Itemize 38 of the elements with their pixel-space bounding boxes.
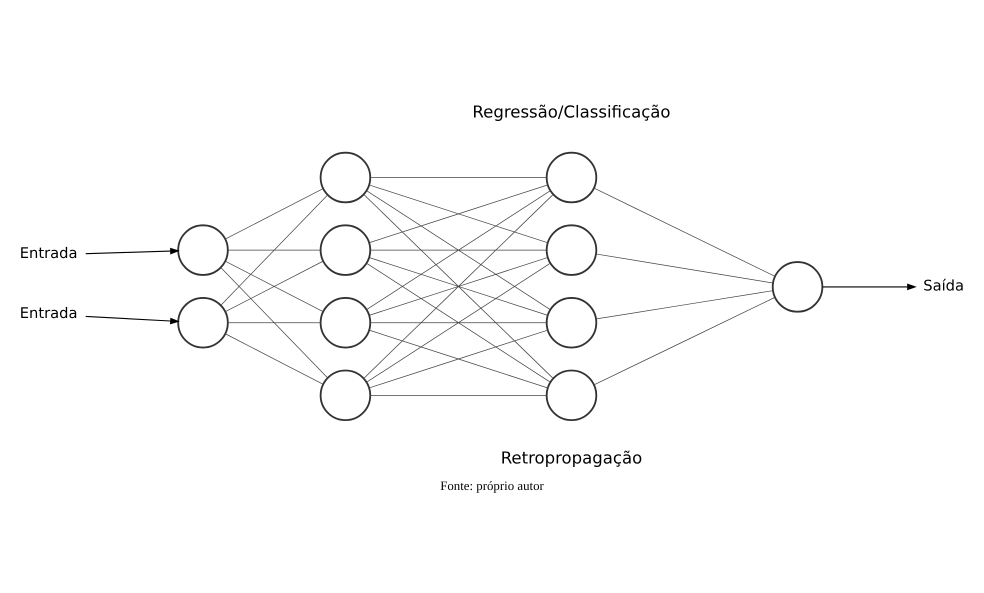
connector [370,176,547,178]
node-circle [546,224,598,276]
node-circle [546,151,598,203]
arrow [86,315,180,324]
caption: Fonte: próprio autor [440,478,544,493]
arrow [86,247,180,254]
arrow [822,283,917,290]
connector [594,296,776,385]
connector [220,266,328,378]
connector [596,290,774,319]
node-circle [772,260,824,312]
node-text: Entrada [20,244,78,262]
node-circle [320,369,372,421]
node-circle [177,224,229,276]
node-text: Saída [923,276,964,294]
node-circle [320,296,372,348]
connector [594,187,776,276]
connector [364,194,554,378]
node-circle [320,151,372,203]
connector [369,329,548,388]
connector [228,322,321,323]
node-circle [546,296,598,348]
connector [370,322,547,323]
label: Regressão/Classificação [472,102,671,121]
connector [228,249,321,250]
connector [370,394,547,396]
connector [366,190,551,310]
connector [370,249,547,250]
connector [369,256,548,316]
connector [224,188,324,239]
node-circle [177,296,229,348]
node-circle [320,224,372,276]
node-circle [546,369,598,421]
node-text: Entrada [20,304,78,322]
connector [596,253,774,283]
connector [224,332,324,384]
label: Retropropagação [500,448,642,468]
connector [220,194,328,306]
